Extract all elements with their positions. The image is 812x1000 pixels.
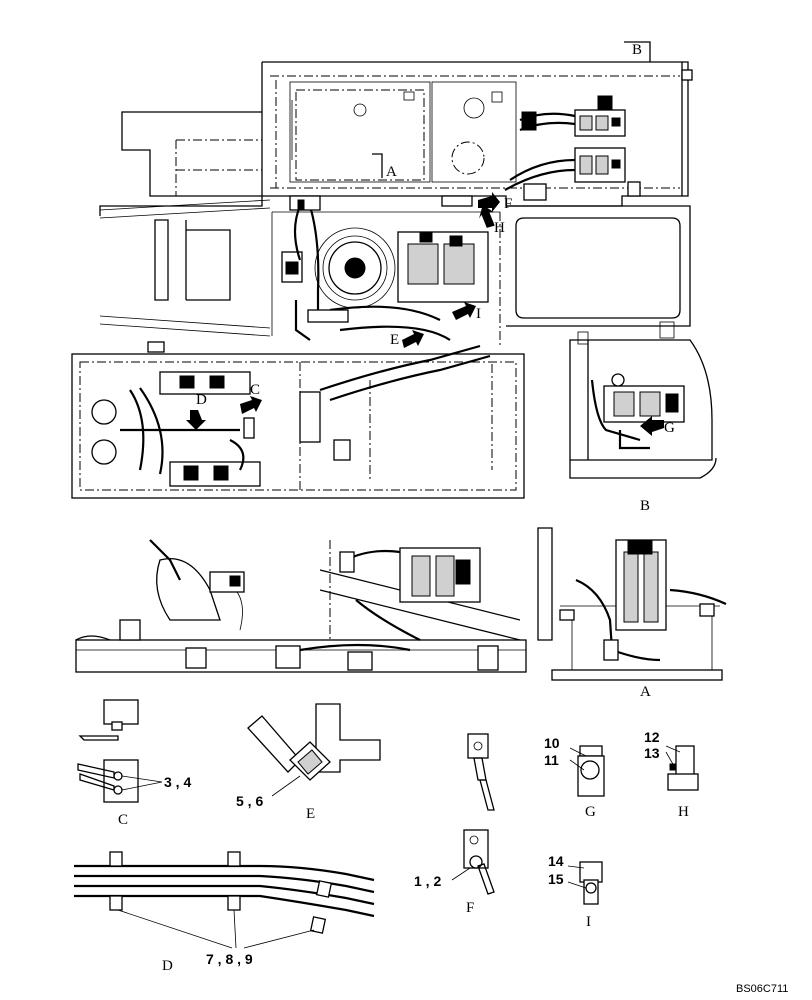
detail-g: 10 11 G (544, 735, 605, 820)
callout-f: F (504, 196, 512, 212)
detail-i-part-bottom: 15 (548, 871, 564, 887)
detail-h-label: H (678, 804, 689, 820)
detail-g-part-top: 10 (544, 735, 560, 751)
view-a: A (537, 527, 727, 700)
arrow-f-icon (478, 192, 500, 212)
detail-f-label: F (466, 900, 474, 916)
arrow-i-icon (452, 302, 476, 320)
detail-d-parts: 7 , 8 , 9 (206, 951, 253, 967)
detail-c-label: C (118, 812, 128, 828)
detail-h-part-top: 12 (644, 729, 660, 745)
side-view (75, 539, 527, 673)
control-valve-top (504, 95, 641, 201)
detail-f-parts: 1 , 2 (414, 873, 441, 889)
detail-c: 3 , 4 C (77, 699, 191, 828)
detail-h-part-bottom: 13 (644, 745, 660, 761)
detail-i-part-top: 14 (548, 853, 564, 869)
section-marker-b: B (624, 41, 651, 62)
detail-i: 14 15 I (548, 853, 603, 930)
detail-e-label: E (306, 806, 315, 822)
arrow-e-icon (402, 330, 424, 348)
detail-g-label: G (585, 804, 596, 820)
detail-g-part-bottom: 11 (544, 752, 559, 768)
detail-d: 7 , 8 , 9 D (74, 851, 375, 974)
callout-e: E (390, 332, 399, 348)
detail-i-label: I (586, 914, 591, 930)
callout-g: G (664, 420, 675, 436)
view-b: G B (569, 321, 717, 514)
detail-f: 1 , 2 F (414, 733, 495, 916)
arrow-d-icon (186, 410, 206, 430)
detail-h: 12 13 H (644, 729, 699, 820)
drawing-code: BS06C711 (736, 983, 788, 995)
view-b-label: B (640, 498, 650, 514)
callout-i: I (476, 306, 481, 322)
detail-d-label: D (162, 958, 173, 974)
callout-d: D (196, 392, 207, 408)
top-view: B A (71, 41, 693, 499)
detail-c-parts: 3 , 4 (164, 774, 191, 790)
section-label-a: A (386, 164, 397, 180)
pump-assembly (271, 195, 500, 341)
callout-h: H (494, 220, 505, 236)
detail-e-parts: 5 , 6 (236, 793, 263, 809)
pilot-controls (91, 371, 261, 487)
arrow-h-icon (479, 204, 495, 228)
arrow-c-icon (240, 396, 262, 414)
arrow-g-icon (640, 416, 664, 436)
detail-e: 5 , 6 E (236, 703, 381, 822)
section-label-b: B (632, 42, 642, 58)
callout-c: C (250, 382, 260, 398)
view-a-label: A (640, 684, 651, 700)
